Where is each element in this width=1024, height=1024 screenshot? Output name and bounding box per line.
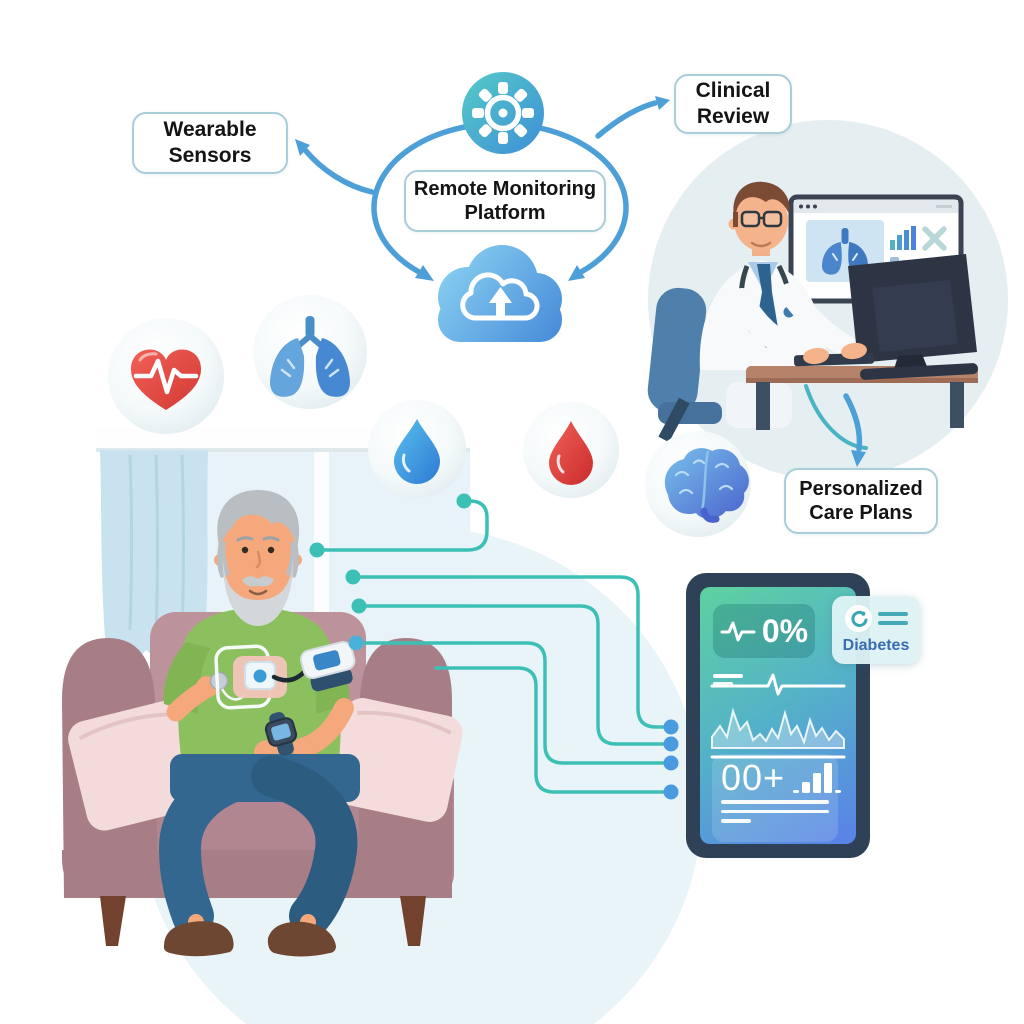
mini-bar-chart-icon bbox=[793, 763, 842, 794]
hub-line1: Remote Monitoring bbox=[413, 177, 597, 200]
cycle-arrowhead-left bbox=[415, 265, 434, 281]
cloud-upload-icon bbox=[438, 245, 562, 342]
connector-head bbox=[315, 499, 489, 552]
arrow-to-clinical bbox=[595, 100, 658, 139]
bar-chart-icon bbox=[890, 226, 916, 250]
clinician-hair bbox=[733, 181, 790, 218]
connector-1 bbox=[351, 575, 670, 729]
arrow-to-wearable bbox=[303, 148, 375, 195]
flow-arrows bbox=[303, 100, 863, 452]
shoe-right bbox=[267, 921, 336, 957]
shoe-left bbox=[163, 921, 234, 957]
diabetes-badge: Diabetes bbox=[832, 596, 920, 664]
heart-rate-bubble bbox=[108, 318, 224, 434]
heart-rate-stat-card: 0% bbox=[713, 604, 815, 658]
heart-rate-stat-value: 0% bbox=[761, 612, 809, 649]
connector-2 bbox=[357, 604, 670, 746]
wearable-sensors-label: Wearable Sensors bbox=[132, 112, 288, 174]
couch-leg-left bbox=[100, 896, 126, 946]
arm-monitor bbox=[300, 641, 356, 692]
ecg-pulse-icon bbox=[720, 621, 756, 642]
couch-leg-right bbox=[400, 896, 426, 946]
brain-icon bbox=[664, 448, 749, 523]
stat-underline-short bbox=[721, 819, 751, 823]
shirt-sleeve-left bbox=[163, 642, 210, 714]
stat-underline bbox=[721, 809, 829, 814]
x-mark-icon bbox=[922, 226, 947, 251]
badge-text-lines bbox=[877, 612, 908, 625]
office-chair bbox=[647, 287, 722, 443]
clinician-hand bbox=[803, 347, 829, 365]
arrowhead-wearable bbox=[295, 139, 310, 156]
lungs-bubble bbox=[253, 295, 367, 409]
trend-area bbox=[711, 707, 845, 749]
pillow-right bbox=[329, 698, 463, 822]
personalized-line1: Personalized bbox=[799, 477, 923, 500]
lungs-icon bbox=[270, 316, 350, 397]
patients-stat-value: 00+ bbox=[721, 757, 786, 798]
cycle-arrowhead-right bbox=[568, 265, 585, 281]
arrow-to-care-plans bbox=[843, 393, 863, 452]
jeans-leg-right bbox=[251, 755, 358, 937]
connector-dots bbox=[309, 493, 679, 800]
jeans-leg-left bbox=[158, 755, 269, 937]
patients-stat-card: 00+ bbox=[712, 754, 842, 842]
elderly-patient bbox=[158, 490, 360, 957]
connector-4 bbox=[434, 666, 670, 794]
clinical-line1: Clinical bbox=[695, 79, 771, 103]
hub-cycle bbox=[371, 72, 629, 342]
personalized-line2: Care Plans bbox=[809, 502, 913, 524]
wearable-line1: Wearable bbox=[163, 118, 257, 142]
chest-sensor-led bbox=[253, 669, 267, 683]
clinician-hand bbox=[841, 342, 867, 360]
arrowhead-care-plans bbox=[851, 450, 866, 467]
patient-beard bbox=[222, 554, 294, 626]
stat-underline bbox=[721, 800, 829, 804]
hub-line2: Platform bbox=[464, 202, 546, 224]
personalized-care-plans-label: Personalized Care Plans bbox=[784, 468, 938, 534]
vitals-waveform bbox=[710, 673, 846, 759]
diabetes-care-icon bbox=[844, 605, 872, 632]
desktop-monitor bbox=[848, 254, 978, 380]
curtain bbox=[100, 450, 208, 658]
clinician-scene bbox=[647, 181, 978, 450]
gear-icon bbox=[472, 82, 534, 144]
clinical-review-label: Clinical Review bbox=[674, 74, 792, 134]
arrowhead-clinical bbox=[655, 96, 670, 110]
wearable-line2: Sensors bbox=[168, 144, 252, 167]
clinician-face bbox=[734, 191, 788, 251]
diabetes-badge-label: Diabetes bbox=[842, 637, 910, 654]
remote-monitoring-platform-label: Remote Monitoring Platform bbox=[404, 170, 606, 232]
patient-hair bbox=[217, 490, 300, 550]
heart-ecg-icon bbox=[130, 349, 202, 410]
patient-right-arm bbox=[292, 698, 354, 758]
blood-bubble bbox=[523, 402, 619, 498]
connector-3 bbox=[354, 641, 670, 765]
chest-sensor bbox=[214, 644, 316, 710]
couch-base bbox=[62, 850, 452, 898]
hydration-bubble bbox=[368, 400, 466, 498]
glasses-icon bbox=[740, 210, 783, 228]
data-connector-lines bbox=[315, 499, 670, 794]
water-drop-icon bbox=[394, 419, 440, 484]
vitals-bubbles bbox=[108, 295, 751, 537]
patient-mustache bbox=[242, 576, 274, 587]
blood-drop-icon bbox=[549, 421, 593, 485]
brain-bubble bbox=[645, 431, 751, 537]
smartwatch bbox=[264, 711, 298, 756]
clinical-line2: Review bbox=[696, 105, 770, 128]
